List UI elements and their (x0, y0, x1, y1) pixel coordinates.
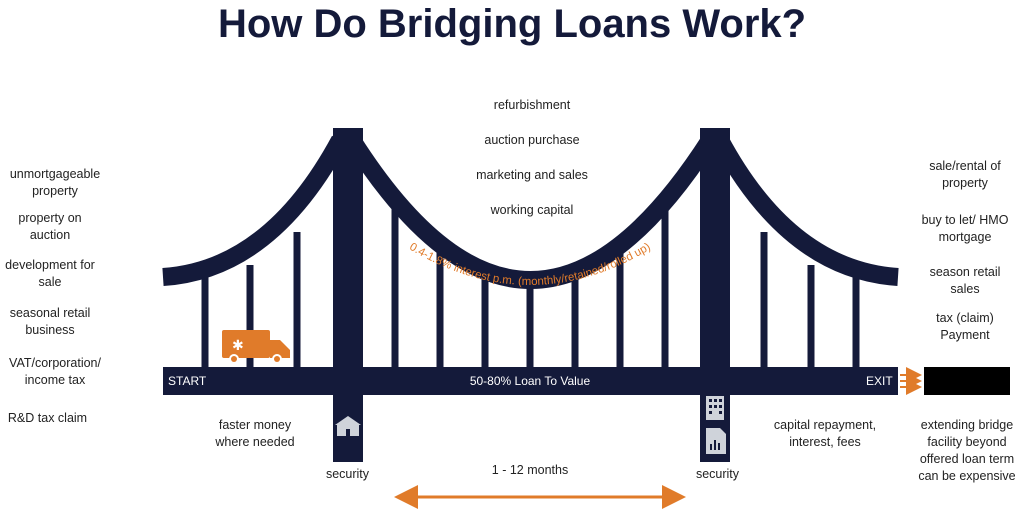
use-item: working capital (490, 203, 574, 217)
ltv-label: 50-80% Loan To Value (469, 374, 591, 388)
deck (163, 367, 898, 395)
house-icon (335, 416, 361, 436)
entry-reason: unmortgageable property (9, 167, 101, 198)
security-right-label: security (695, 467, 740, 481)
entry-reason: R&D tax claim (7, 411, 88, 425)
cables (162, 135, 899, 289)
exit-route: buy to let/ HMO mortgage (921, 213, 1009, 244)
extension-note: extending bridge facility beyond offered… (918, 418, 1016, 483)
faster-money-note: faster money where needed (215, 418, 295, 449)
entry-reason: VAT/corporation/ income tax (9, 356, 101, 387)
use-item: refurbishment (493, 98, 571, 112)
office-building-icon (706, 396, 724, 420)
exit-arrows (900, 367, 922, 395)
exit-label: EXIT (866, 374, 893, 388)
entry-reason: seasonal retail business (9, 306, 91, 337)
exit-route: sale/rental of property (929, 159, 1001, 190)
entry-reason: property on auction (18, 211, 82, 242)
page-title: How Do Bridging Loans Work? (217, 2, 807, 46)
exit-route: tax (claim) Payment (936, 311, 994, 342)
use-item: auction purchase (484, 133, 580, 147)
svg-text:✱: ✱ (232, 337, 244, 353)
report-chart-icon (706, 428, 726, 454)
exit-route: season retail sales (929, 265, 1001, 296)
use-item: marketing and sales (476, 168, 588, 182)
redacted-box (924, 367, 1010, 395)
security-left-label: security (325, 467, 370, 481)
term-label: 1 - 12 months (491, 463, 569, 477)
entry-reason: development for sale (5, 258, 95, 289)
hangers (201, 196, 860, 370)
left-tower (333, 128, 363, 462)
repayment-note: capital repayment, interest, fees (773, 418, 877, 449)
start-label: START (168, 374, 207, 388)
ambulance-icon: ✱ (222, 330, 290, 364)
